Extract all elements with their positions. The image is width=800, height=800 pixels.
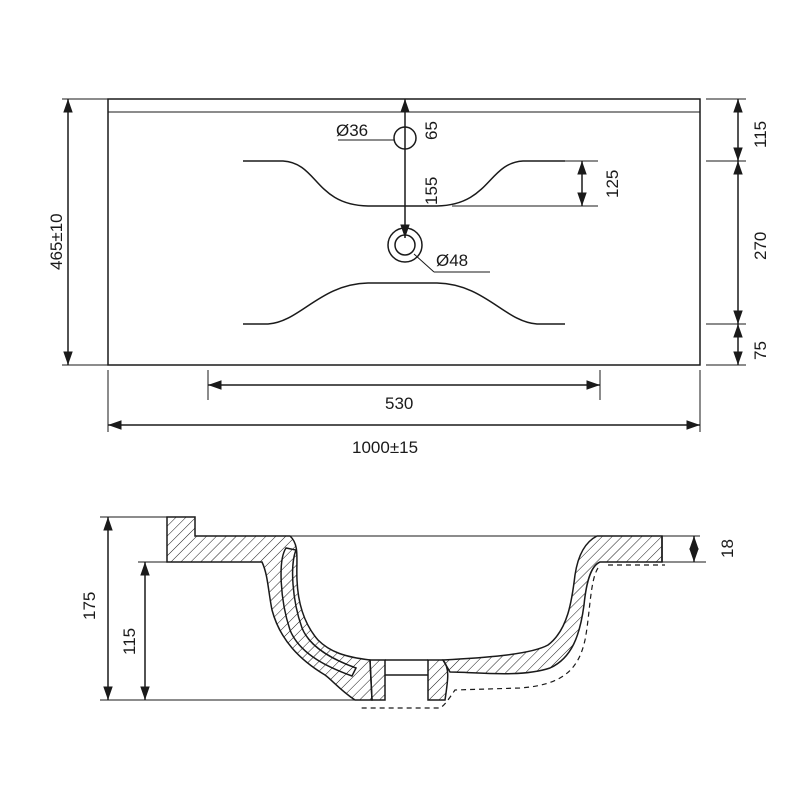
bowl-depth-label: 270	[751, 232, 770, 260]
total-height-label: 175	[80, 592, 99, 620]
bowl-height-label: 115	[120, 628, 139, 655]
bowl-upper-curve	[243, 160, 565, 207]
rim-thickness-label: 18	[718, 539, 737, 558]
basin-outline	[107, 98, 701, 366]
front-margin-label: 75	[751, 341, 770, 360]
bowl-lower-curve	[243, 282, 565, 325]
tap-hole-diameter-label: Ø36	[336, 121, 368, 140]
section-view: 175 115 18	[80, 516, 737, 709]
drain-diameter-label: Ø48	[436, 251, 468, 270]
bowl-width-label: 530	[385, 394, 413, 413]
tap-hole-offset-label: 65	[422, 121, 441, 140]
top-view: Ø36 65 155 125 Ø48 465±10 115 270 75	[47, 98, 770, 457]
back-to-tap-label: 115	[751, 121, 770, 148]
overall-width-label: 1000±15	[352, 438, 418, 457]
rim-to-bowl-label: 125	[603, 170, 622, 198]
tap-to-drain-label: 155	[422, 177, 441, 205]
right-wall-section	[441, 535, 663, 675]
drain-section	[369, 659, 386, 701]
overall-depth-label: 465±10	[47, 213, 66, 270]
